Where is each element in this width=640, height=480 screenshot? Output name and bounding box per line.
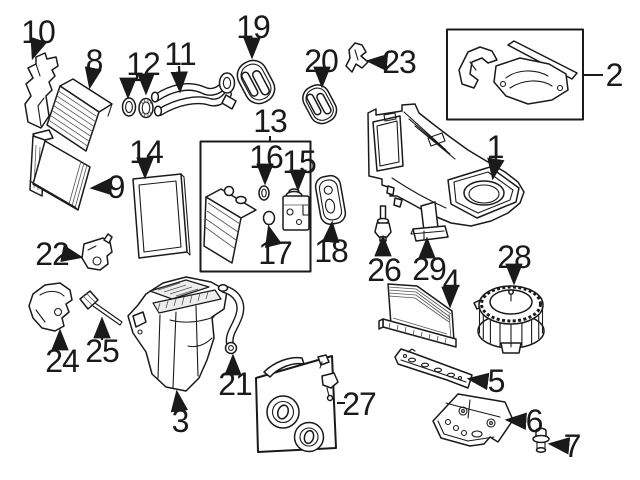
part-28-blower-motor-drawing — [473, 285, 545, 354]
part-8-evaporator-core-drawing — [46, 78, 113, 152]
callout-9: 9 — [107, 169, 126, 205]
callout-3-arrow — [170, 389, 189, 413]
callout-9-arrow — [89, 177, 113, 196]
callout-7: 7 — [563, 428, 582, 464]
part-2-left-bracket-drawing — [458, 46, 498, 89]
group-box-13 — [199, 136, 312, 273]
part-26-sensor-drawing — [374, 205, 392, 242]
part-27-clip-drawing — [317, 354, 330, 366]
callout-22: 22 — [35, 236, 70, 272]
callout-24: 24 — [45, 343, 80, 379]
callout-14: 14 — [129, 134, 164, 170]
callout-12: 12 — [126, 46, 161, 82]
callout-6: 6 — [525, 403, 544, 439]
callout-13: 13 — [253, 103, 288, 139]
part-23-bracket-drawing — [345, 42, 369, 73]
part-19-grommet-drawing — [236, 59, 276, 105]
part-5-mounting-rail-drawing — [394, 348, 473, 389]
callout-29: 29 — [412, 251, 447, 287]
callout-2: 2 — [605, 57, 624, 93]
part-20-grommet-drawing — [302, 84, 338, 125]
callout-8-arrow — [84, 66, 102, 90]
callout-22-arrow — [60, 244, 84, 262]
part-24-actuator-drawing — [28, 282, 73, 332]
part-21-drain-tube-drawing — [217, 284, 245, 355]
callout-18: 18 — [314, 233, 349, 269]
part-1-hvac-housing-drawing — [367, 103, 525, 227]
callout-23-arrow — [365, 53, 389, 72]
callout-8: 8 — [85, 43, 104, 79]
callout-25: 25 — [85, 333, 120, 369]
part-16-o-ring-drawing — [258, 185, 270, 201]
callout-7-arrow — [547, 437, 571, 455]
part-29-flap-drawing — [410, 201, 449, 242]
part-11-hose-assembly-drawing — [150, 72, 237, 117]
callout-4: 4 — [442, 263, 461, 299]
part-27-valve-drawing — [321, 372, 339, 389]
part-9-heater-core-drawing — [29, 129, 91, 211]
part-27-grommet-2-drawing — [293, 421, 325, 453]
callout-1-arrow — [487, 157, 505, 181]
callout-17-arrow — [264, 224, 282, 248]
callout-6-arrow — [504, 412, 527, 430]
part-15-expansion-valve-drawing — [282, 188, 310, 231]
part-14-filter-frame-drawing — [132, 173, 191, 259]
callout-17: 17 — [258, 235, 293, 271]
part-3-hvac-case-drawing — [127, 276, 228, 392]
group-box-27 — [255, 354, 345, 453]
callout-15: 15 — [282, 144, 317, 180]
callout-3: 3 — [171, 403, 190, 439]
callout-5-arrow — [466, 372, 490, 391]
callout-23: 23 — [382, 44, 417, 80]
part-4-cabin-filter-drawing — [378, 283, 457, 348]
group-box-2 — [446, 28, 603, 121]
part-25-temperature-sensor-drawing — [79, 290, 123, 326]
part-10-bracket-drawing — [24, 52, 59, 129]
part-12-o-rings-drawing — [121, 97, 154, 119]
callout-26: 26 — [367, 252, 402, 288]
part-18-seal-pad-drawing — [314, 174, 347, 225]
part-27-lever-drawing — [263, 356, 305, 378]
part-6-cover-plate-drawing — [432, 393, 514, 447]
callout-10-arrow — [30, 36, 48, 61]
part-13-evaporator-drawing — [203, 185, 257, 264]
part-22-actuator-drawing — [81, 233, 113, 271]
callout-11-arrow — [170, 65, 188, 94]
callout-28: 28 — [497, 239, 532, 275]
callout-16: 16 — [249, 139, 284, 175]
callout-18-arrow — [321, 220, 340, 243]
callout-arrows — [30, 36, 571, 455]
part-27-grommet-1-drawing — [266, 395, 300, 429]
callout-27: 27 — [342, 386, 377, 422]
callout-19: 19 — [236, 9, 271, 45]
callout-5: 5 — [487, 363, 506, 399]
callout-20: 20 — [304, 43, 339, 79]
callout-1: 1 — [486, 129, 505, 165]
callout-21: 21 — [218, 366, 253, 402]
callout-10: 10 — [21, 14, 56, 50]
callout-11: 11 — [164, 36, 196, 72]
part-17-o-ring-drawing — [262, 210, 276, 226]
